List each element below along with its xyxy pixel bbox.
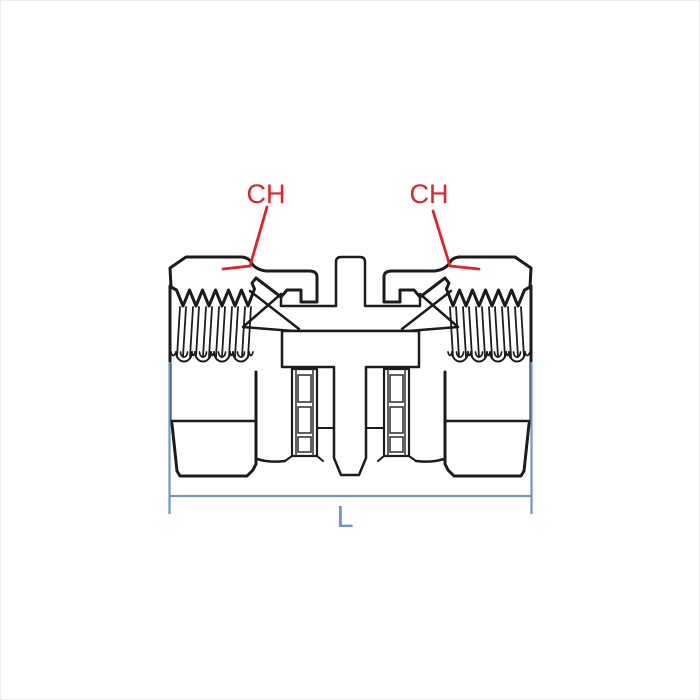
ch-right-leader-line <box>431 209 481 271</box>
ch-left-leader-line <box>221 205 269 271</box>
left-nut-section-band <box>168 255 319 308</box>
callout-ch-right: CH <box>410 179 481 271</box>
right-thread-strip-inner-edges <box>387 369 406 456</box>
left-nut-thread-root-loops <box>175 351 250 363</box>
left-nut-thread-root-loops-inner <box>170 351 254 358</box>
body-section <box>241 255 460 333</box>
left-nut-outline <box>168 284 258 478</box>
right-nut <box>382 255 533 478</box>
ch-right-label: CH <box>410 179 449 209</box>
left-nut <box>168 255 319 478</box>
seat-cone-lines <box>248 289 453 331</box>
left-thread-strip-slots <box>297 374 312 453</box>
body-bore-and-stem <box>280 329 421 477</box>
left-thread-strip-inner-edges <box>295 369 314 456</box>
right-nut-thread-root-loops <box>451 351 526 363</box>
right-nut-section-band <box>382 255 533 308</box>
right-thread-strip-slots <box>389 374 404 453</box>
callout-ch-left: CH <box>221 179 286 271</box>
union-body <box>241 255 460 477</box>
left-nut-thread-flanks <box>176 306 252 358</box>
dimension-label-L: L <box>336 499 353 534</box>
dimension-L: L <box>168 362 533 534</box>
ch-left-label: CH <box>247 179 286 209</box>
right-nut-thread-flanks <box>449 306 525 358</box>
right-nut-outline <box>443 284 533 478</box>
right-nut-thread-root-loops-inner <box>447 351 531 358</box>
body-bottom-curves <box>255 457 446 463</box>
body-detail-lines <box>284 427 417 462</box>
